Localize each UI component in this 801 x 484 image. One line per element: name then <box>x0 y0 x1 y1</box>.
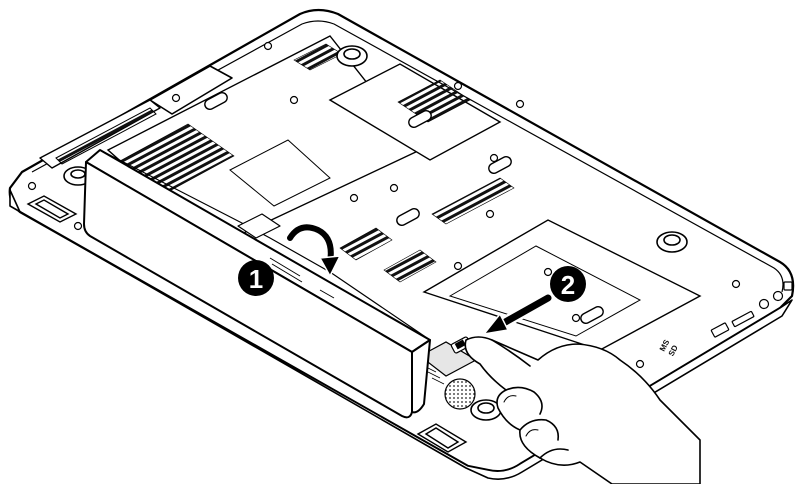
callout-1: 1 <box>238 260 274 296</box>
rotate-arrow-icon <box>285 222 342 278</box>
vent-grille-4 <box>431 177 515 225</box>
screw <box>349 193 359 203</box>
speaker-grille <box>444 378 476 410</box>
rubber-foot <box>336 45 368 67</box>
push-arrow-icon <box>482 292 554 336</box>
battery-connector <box>237 213 281 239</box>
battery-end-cap <box>411 339 431 414</box>
front-pad-center-inner <box>424 427 460 449</box>
callout-1-label: 1 <box>249 264 263 294</box>
port-slot <box>783 281 793 291</box>
callout-2: 2 <box>550 266 586 302</box>
screw <box>489 153 499 163</box>
rubber-feet <box>63 45 688 421</box>
slot-boss <box>396 208 420 226</box>
chassis-front-edge <box>9 189 793 480</box>
screw <box>731 279 741 289</box>
slot-boss <box>204 92 228 110</box>
port-slot <box>731 310 755 328</box>
vent-grille-5 <box>339 227 393 261</box>
audio-jack <box>772 290 784 302</box>
battery-contacts <box>269 257 335 299</box>
large-cover-left-inner <box>229 139 331 207</box>
audio-jack <box>758 298 770 310</box>
hand-icon <box>464 336 701 484</box>
front-pad-left-inner <box>34 199 70 219</box>
callout-2-label: 2 <box>561 270 575 300</box>
port-slot <box>710 322 730 338</box>
vent-grille-6 <box>383 249 437 283</box>
rubber-foot <box>656 231 688 253</box>
slot-boss <box>580 306 604 324</box>
screw <box>453 81 463 91</box>
rear-vent-grille <box>55 107 157 165</box>
battery-back-edge <box>99 149 431 341</box>
screw <box>485 209 495 219</box>
screw <box>635 359 645 369</box>
side-ports <box>710 281 793 338</box>
screw <box>263 41 273 51</box>
screw <box>571 313 581 323</box>
screws <box>27 41 741 369</box>
screw <box>73 221 83 231</box>
front-pads <box>26 195 468 453</box>
rear-vents <box>55 107 157 165</box>
screw <box>543 267 553 277</box>
screw <box>27 181 37 191</box>
screw <box>171 93 181 103</box>
slot-bosses <box>204 92 604 324</box>
screw <box>515 99 525 109</box>
slot-boss <box>408 110 432 128</box>
hinge-block <box>149 65 233 115</box>
screw <box>389 183 399 193</box>
chassis-rim <box>31 20 784 293</box>
slot-boss <box>488 156 512 174</box>
screw <box>453 261 463 271</box>
screw <box>289 95 299 105</box>
